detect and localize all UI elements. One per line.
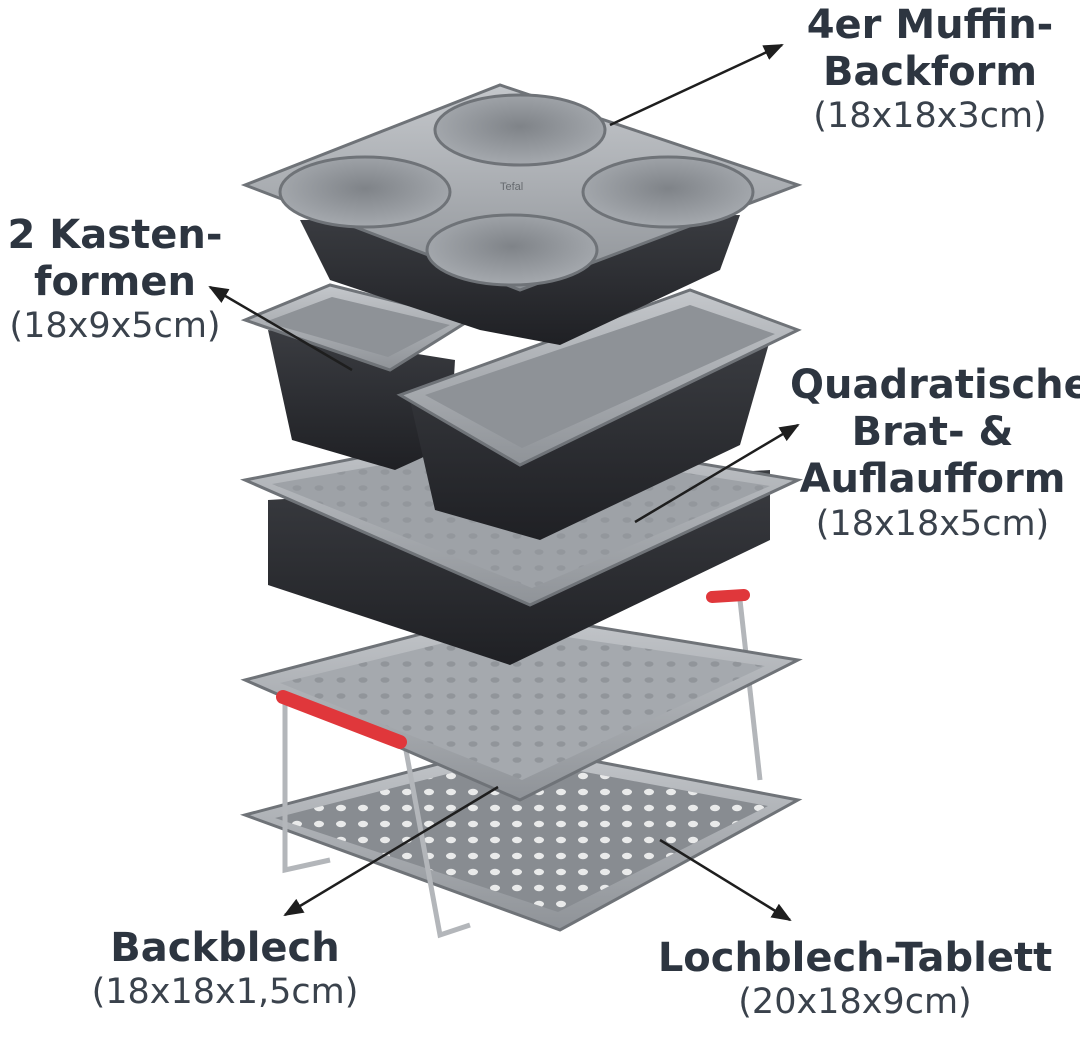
label-square-pan: Quadratische Brat- & Auflaufform (18x18x… <box>790 362 1080 545</box>
label-muffin-line2: Backform <box>822 49 1038 96</box>
label-quadrat-line1: Quadratische <box>790 362 1080 408</box>
label-loaf-pans: 2 Kasten- formen (18x9x5cm) <box>0 212 230 348</box>
brand-mark: Tefal <box>500 181 523 193</box>
label-quadrat-line2: Brat- & <box>851 409 1014 456</box>
perforated-tray <box>239 743 803 932</box>
label-kasten-line2: formen <box>34 259 196 306</box>
label-quadrat-dims: (18x18x5cm) <box>815 503 1050 544</box>
label-baking-sheet: Backblech (18x18x1,5cm) <box>70 925 380 1013</box>
label-muffin-pan: 4er Muffin- Backform (18x18x3cm) <box>790 2 1070 138</box>
label-lochblech-dims: (20x18x9cm) <box>738 982 972 1023</box>
wire-rack <box>282 599 763 939</box>
label-muffin-dims: (18x18x3cm) <box>813 96 1047 137</box>
label-backblech-line1: Backblech <box>110 925 340 971</box>
arrow-lochblech <box>659 838 792 922</box>
label-kasten-line1: 2 Kasten- <box>7 212 223 258</box>
arrow-quadrat <box>634 423 800 524</box>
muffin-cup <box>425 213 599 287</box>
muffin-pan: Tefal <box>240 83 803 345</box>
muffin-cup <box>581 155 755 229</box>
loaf-pan-right <box>396 288 802 540</box>
label-muffin-line1: 4er Muffin- <box>806 2 1054 48</box>
label-kasten-dims: (18x9x5cm) <box>9 306 221 347</box>
label-perforated-tray: Lochblech-Tablett (20x18x9cm) <box>650 935 1060 1023</box>
callout-arrows <box>208 43 800 922</box>
baking-sheet <box>240 610 803 802</box>
label-quadrat-line3: Auflaufform <box>799 456 1066 503</box>
arrow-muffin <box>609 43 784 127</box>
red-handles <box>276 589 750 749</box>
arrow-kasten <box>208 285 353 372</box>
arrow-backblech <box>283 785 499 917</box>
label-backblech-dims: (18x18x1,5cm) <box>91 972 359 1013</box>
muffin-cup <box>278 155 452 229</box>
muffin-cup <box>433 93 607 167</box>
label-lochblech-line1: Lochblech-Tablett <box>657 935 1053 981</box>
